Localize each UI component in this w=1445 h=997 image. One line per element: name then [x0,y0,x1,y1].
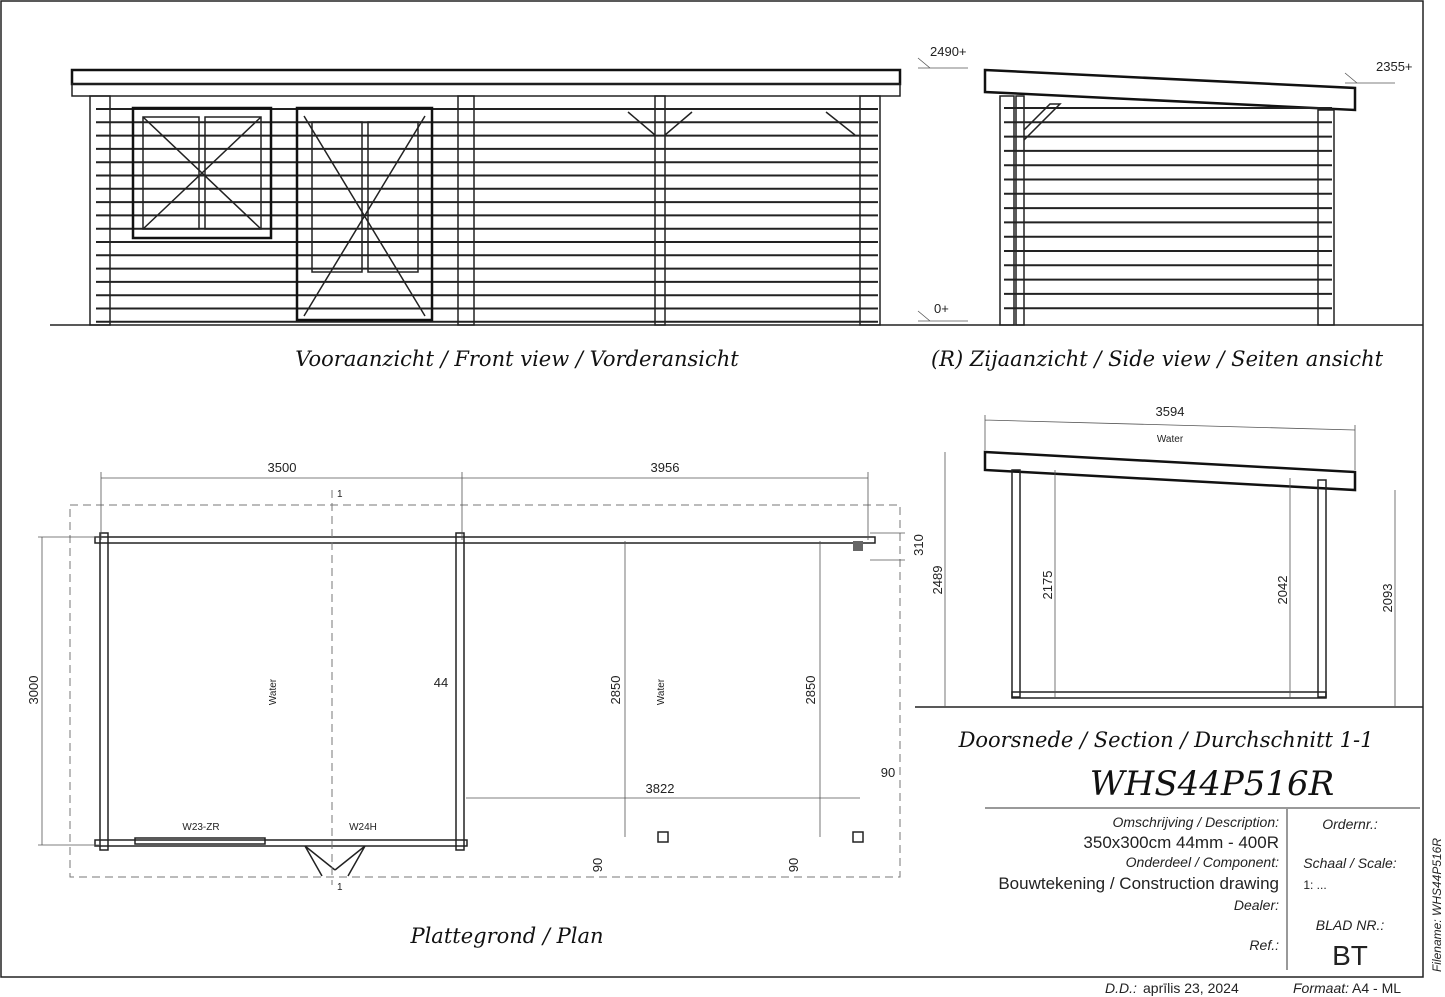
dim-3956: 3956 [651,460,680,475]
side-view: 2490+ 2355+ 0+ (R) Zijaanzicht / Side vi… [900,44,1423,371]
roof-outline [69,504,901,878]
wall-logs [96,108,878,323]
section-marker-bottom: 1 [337,882,343,893]
dim-90-b: 90 [786,858,801,872]
level-markers: 2490+ 2355+ 0+ [917,44,1413,322]
dim-90-right: 90 [881,765,895,780]
scale-label: Schaal / Scale: [1303,855,1396,871]
dim-2489: 2489 [930,566,945,595]
roof [983,68,1357,112]
date-label: D.D.: [1105,980,1137,996]
description-value: 350x300cm 44mm - 400R [1083,833,1279,852]
corner-middle [457,95,475,326]
level-0: 0+ [934,301,949,316]
post-top [853,541,863,551]
water-label-left: Water [268,678,279,705]
ref-label: Ref.: [1249,937,1279,953]
wall-left [1011,469,1021,698]
dim-44: 44 [434,675,448,690]
wall-middle [455,532,465,851]
component-label: Onderdeel / Component: [1126,854,1279,870]
dim-2850-left: 2850 [608,676,623,705]
dim-2850-right: 2850 [803,676,818,705]
post-middle [657,831,669,843]
model-number: WHS44P516R [1090,764,1335,804]
section-marker-top: 1 [337,489,343,500]
window [131,106,273,240]
dealer-label: Dealer: [1234,897,1279,913]
door-swing [304,845,366,877]
dim-3594: 3594 [1156,404,1185,419]
level-2490: 2490+ [930,44,967,59]
floor-plan: 1 1 3500 3956 3000 44 2850 2850 3822 310… [26,460,926,948]
water-label-right: Water [656,678,667,705]
format-label: Formaat: [1293,980,1349,996]
dim-2175: 2175 [1040,571,1055,600]
front-view: Vooraanzicht / Front view / Vorderansich… [50,68,902,371]
inner-dimension-lines [624,541,821,837]
corner-right [859,95,881,326]
door-label: W24H [349,822,377,833]
wall-top [94,536,876,544]
post [1015,95,1025,326]
dim-3000: 3000 [26,676,41,705]
water-label: Water [1157,434,1184,445]
sheet-label: BLAD NR.: [1316,917,1385,933]
page-frame [0,0,1424,978]
wall-right [1317,479,1327,698]
window-opening [134,837,266,845]
component-value: Bouwtekening / Construction drawing [998,874,1279,893]
front-view-caption: Vooraanzicht / Front view / Vorderansich… [295,347,739,371]
roof-board [71,83,901,97]
dim-3500: 3500 [268,460,297,475]
dim-90-a: 90 [590,858,605,872]
width-dimension-lines [100,472,869,540]
sheet-value: BT [1332,940,1368,971]
floor [1011,691,1327,699]
description-label: Omschrijving / Description: [1113,814,1280,830]
depth-dimension-lines [38,536,100,846]
brace [1023,103,1062,141]
wall-bottom [94,839,468,847]
wall-left [99,532,109,851]
corner-left [89,95,111,326]
plan-caption: Plattegrond / Plan [409,924,603,948]
braces [627,111,856,136]
corner-left [999,95,1015,326]
roof [983,450,1357,492]
level-2355: 2355+ [1376,59,1413,74]
dim-2042: 2042 [1275,576,1290,605]
dim-310: 310 [911,534,926,556]
post-bottom [852,831,864,843]
wall-logs [1004,107,1332,310]
dim-3822: 3822 [646,781,675,796]
side-view-caption: (R) Zijaanzicht / Side view / Seiten ans… [931,347,1384,371]
corner-right [1317,109,1335,326]
double-door [295,106,434,322]
order-label: Ordernr.: [1322,816,1378,832]
section-view: 3594 Water 2489 2175 2042 2093 Doorsnede… [915,404,1423,752]
post [654,95,666,326]
roof-fascia [70,68,902,86]
section-caption: Doorsnede / Section / Durchschnitt 1-1 [958,728,1374,752]
format-value: A4 - ML [1352,980,1401,996]
title-block: WHS44P516R Omschrijving / Description: 3… [985,764,1444,996]
scale-value: 1: ... [1303,878,1326,892]
date-value: aprīlis 23, 2024 [1143,980,1239,996]
dim-2093: 2093 [1380,584,1395,613]
window-label: W23-ZR [182,822,219,833]
filename: Filename: WHS44P516R [1430,838,1444,972]
